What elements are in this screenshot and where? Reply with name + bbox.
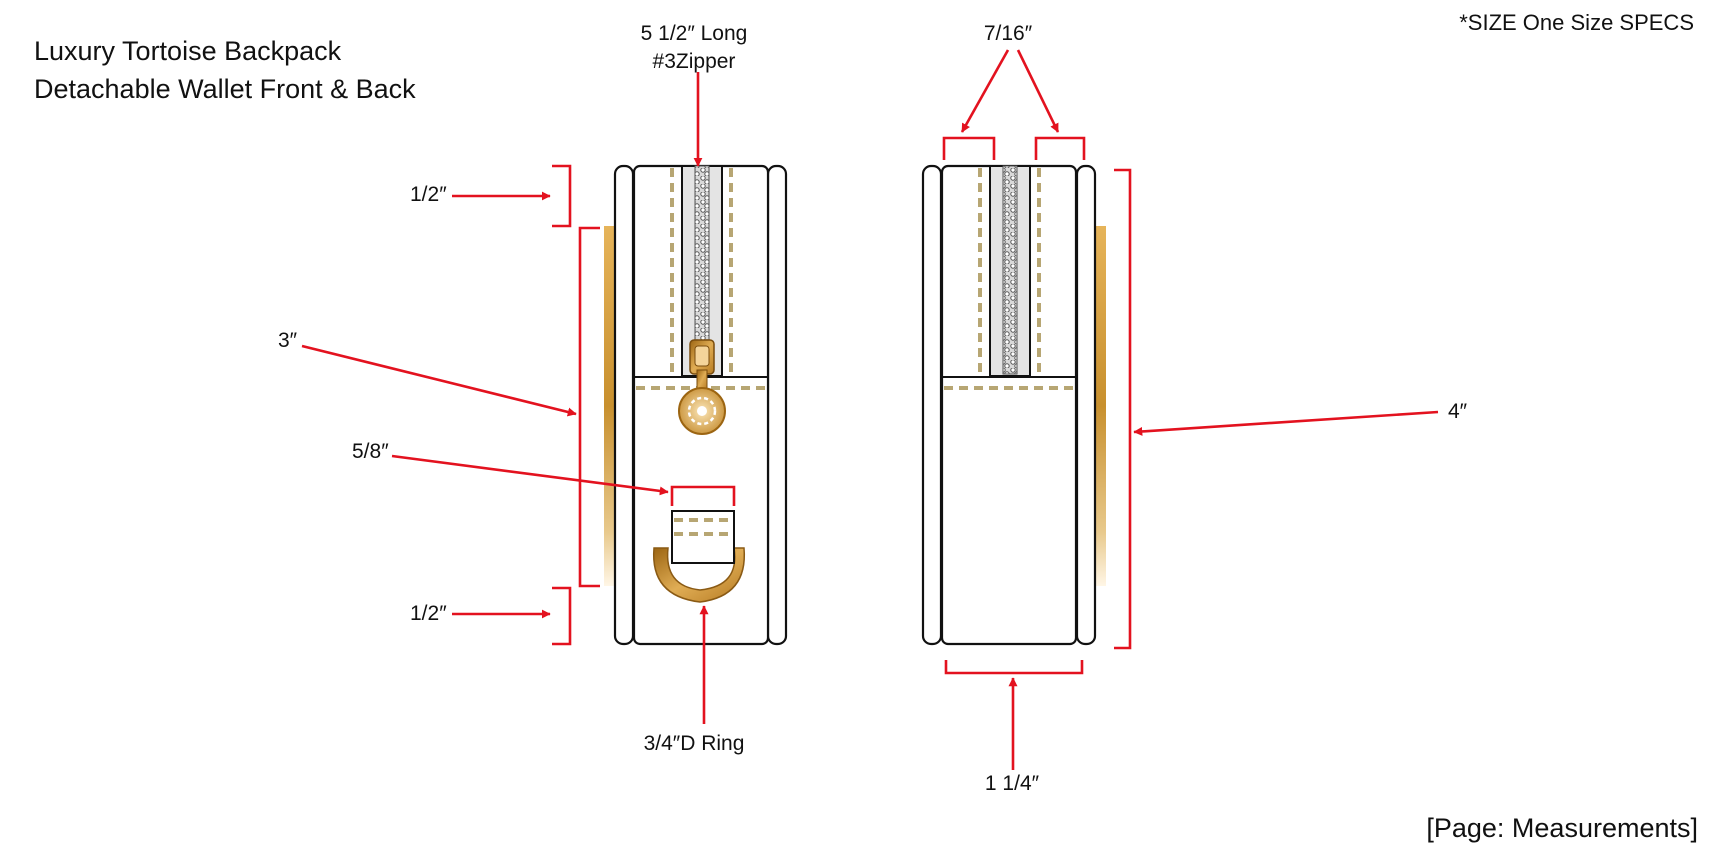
side-strap-gold [604,226,614,586]
front-view [604,164,788,646]
zipper-length-label: 5 1/2″ Long [641,22,748,45]
right-rail [766,164,788,646]
side-width-bracket-left [942,136,996,160]
title-line-2: Detachable Wallet Front & Back [34,74,416,104]
size-spec-note: *SIZE One Size SPECS [1459,10,1694,35]
side-width-arrow-left [960,49,1010,133]
zipper-type-label: #3Zipper [653,50,736,73]
left-rail [613,164,635,646]
back-right-rail [1075,164,1097,646]
page-label: [Page: Measurements] [1426,813,1698,843]
bottom-width-bracket [944,660,1084,675]
bottom-band-bracket [552,586,572,646]
top-band-label: 1/2″ [410,183,447,206]
zipper-teeth [694,165,710,367]
bottom-width-label: 1 1/4″ [985,772,1040,795]
callout-labels: 5 1/2″ Long #3Zipper 1/2″ 3″ 5/8″ 1/2″ 3… [278,22,1468,795]
document-title: Luxury Tortoise Backpack Detachable Wall… [34,32,416,108]
dimension-lines [301,49,1439,770]
side-width-label: 7/16″ [984,22,1033,45]
total-height-label: 4″ [1448,400,1468,423]
title-line-1: Luxury Tortoise Backpack [34,36,342,66]
d-ring-icon [652,547,746,603]
middle-arrow [301,344,577,417]
back-zipper-teeth [1002,165,1018,375]
middle-bracket [578,226,600,588]
back-side-strap-gold [1096,226,1106,586]
side-width-arrow-right [1016,49,1060,133]
total-height-bracket [1114,168,1132,650]
bottom-band-label: 1/2″ [410,602,447,625]
d-ring-label: 3/4″D Ring [644,732,745,755]
top-band-bracket [552,164,572,228]
total-height-arrow [1133,410,1439,436]
tab-arrow [391,454,669,496]
tab-bracket [670,485,736,506]
tab-width-label: 5/8″ [352,440,389,463]
zipper-pull-icon [678,339,726,435]
side-width-bracket-right [1034,136,1086,160]
middle-height-label: 3″ [278,329,298,352]
back-view [921,164,1106,646]
back-left-rail [921,164,943,646]
